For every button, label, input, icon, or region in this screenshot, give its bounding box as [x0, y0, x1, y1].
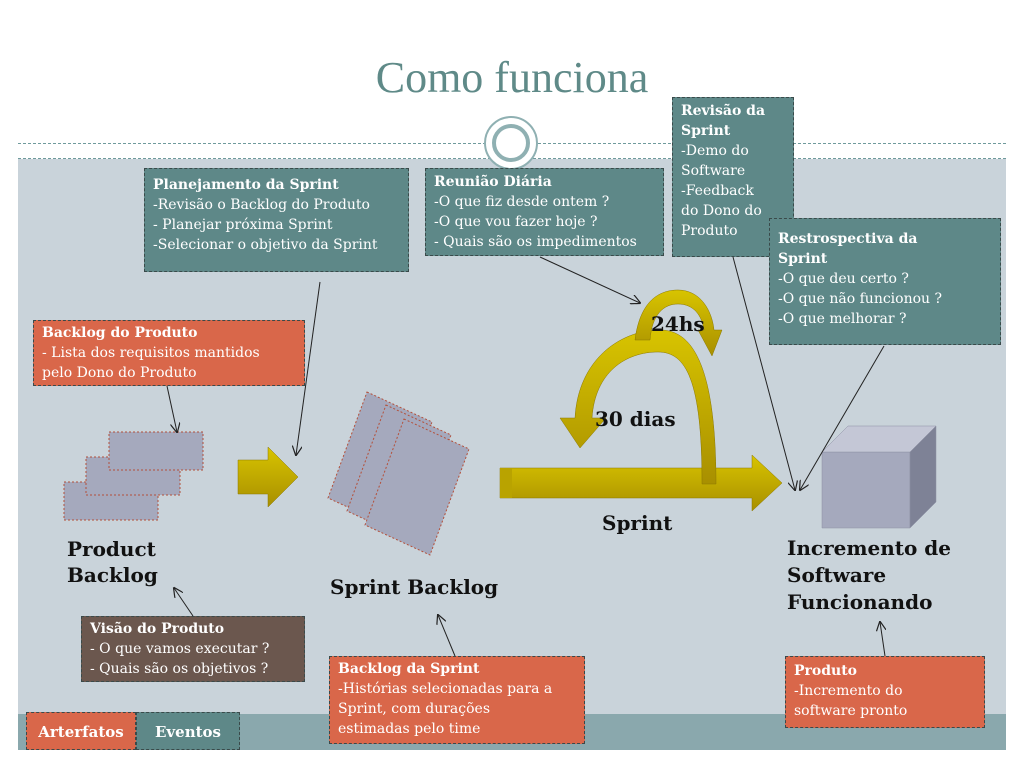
- box-backlog-produto-title: Backlog do Produto: [42, 325, 198, 341]
- box-planejamento-line: -Revisão o Backlog do Produto: [153, 197, 370, 213]
- box-retrospectiva-line: -O que não funcionou ?: [778, 291, 942, 307]
- label-incremento-line: Incremento de: [787, 536, 952, 560]
- box-visao-produto: Visão do Produto - O que vamos executar …: [81, 616, 305, 682]
- box-backlog-sprint: Backlog da Sprint -Histórias selecionada…: [329, 656, 585, 744]
- thirty-days-cycle-arrow: [559, 329, 717, 485]
- box-produto-title: Produto: [794, 663, 858, 679]
- box-revisao-line: -Demo do: [681, 143, 749, 159]
- box-reuniao-diaria: Reunião Diária -O que fiz desde ontem ? …: [425, 168, 664, 256]
- label-sprint-backlog: Sprint Backlog: [330, 575, 499, 599]
- tab-arterfatos[interactable]: Arterfatos: [26, 712, 136, 750]
- label-24hs: 24hs: [651, 312, 705, 336]
- increment-cube: [821, 425, 937, 529]
- box-retrospectiva-line: -O que deu certo ?: [778, 271, 909, 287]
- box-reuniao-title: Reunião Diária: [434, 174, 552, 190]
- label-sprint: Sprint: [602, 511, 673, 535]
- box-produto: Produto -Incremento do software pronto: [785, 656, 985, 728]
- box-retrospectiva-line: -O que melhorar ?: [778, 311, 907, 327]
- box-backlog-sprint-line: -Histórias selecionadas para a: [338, 681, 553, 697]
- label-incremento-line: Funcionando: [787, 590, 933, 614]
- tab-eventos[interactable]: Eventos: [136, 712, 240, 750]
- flow-arrow-left: [237, 446, 299, 508]
- connector-lines: [166, 256, 885, 657]
- box-retrospectiva-title: Sprint: [778, 251, 828, 267]
- box-revisao-line: Produto: [681, 223, 738, 239]
- box-revisao-line: Software: [681, 163, 746, 179]
- box-revisao-line: -Feedback: [681, 183, 754, 199]
- label-product-backlog: Product Backlog: [67, 536, 158, 588]
- box-produto-line: -Incremento do: [794, 683, 903, 699]
- label-product-backlog-line: Backlog: [67, 563, 158, 587]
- box-backlog-sprint-line: Sprint, com durações: [338, 701, 491, 717]
- box-backlog-produto: Backlog do Produto - Lista dos requisito…: [33, 320, 305, 386]
- box-revisao-line: do Dono do: [681, 203, 762, 219]
- box-backlog-produto-line: pelo Dono do Produto: [42, 365, 197, 381]
- box-planejamento-line: -Selecionar o objetivo da Sprint: [153, 237, 378, 253]
- label-30-dias: 30 dias: [595, 407, 676, 431]
- box-revisao-title: Sprint: [681, 123, 731, 139]
- box-revisao-title: Revisão da: [681, 103, 766, 119]
- box-reuniao-line: -O que fiz desde ontem ?: [434, 194, 610, 210]
- sprint-backlog-cards: [327, 391, 470, 556]
- box-reuniao-line: - Quais são os impedimentos: [434, 234, 637, 250]
- box-retrospectiva: Restrospectiva da Sprint -O que deu cert…: [769, 218, 1001, 345]
- box-visao-line: - O que vamos executar ?: [90, 641, 270, 657]
- box-planejamento-line: - Planejar próxima Sprint: [153, 217, 333, 233]
- sprint-arrow: [499, 454, 783, 512]
- box-planejamento-title: Planejamento da Sprint: [153, 177, 339, 193]
- product-backlog-cards: [63, 431, 204, 521]
- box-visao-title: Visão do Produto: [90, 621, 225, 637]
- box-reuniao-line: -O que vou fazer hoje ?: [434, 214, 598, 230]
- label-incremento-line: Software: [787, 563, 887, 587]
- box-visao-line: - Quais são os objetivos ?: [90, 661, 269, 677]
- label-product-backlog-line: Product: [67, 537, 156, 561]
- box-retrospectiva-title: Restrospectiva da: [778, 231, 918, 247]
- box-planejamento-sprint: Planejamento da Sprint -Revisão o Backlo…: [144, 168, 409, 272]
- box-backlog-produto-line: - Lista dos requisitos mantidos: [42, 345, 260, 361]
- box-produto-line: software pronto: [794, 703, 908, 719]
- box-backlog-sprint-line: estimadas pelo time: [338, 721, 481, 737]
- daily-cycle-arrow: [634, 289, 723, 357]
- box-backlog-sprint-title: Backlog da Sprint: [338, 661, 480, 677]
- label-incremento-software: Incremento de Software Funcionando: [787, 535, 951, 616]
- slide-title: Como funciona: [375, 53, 649, 102]
